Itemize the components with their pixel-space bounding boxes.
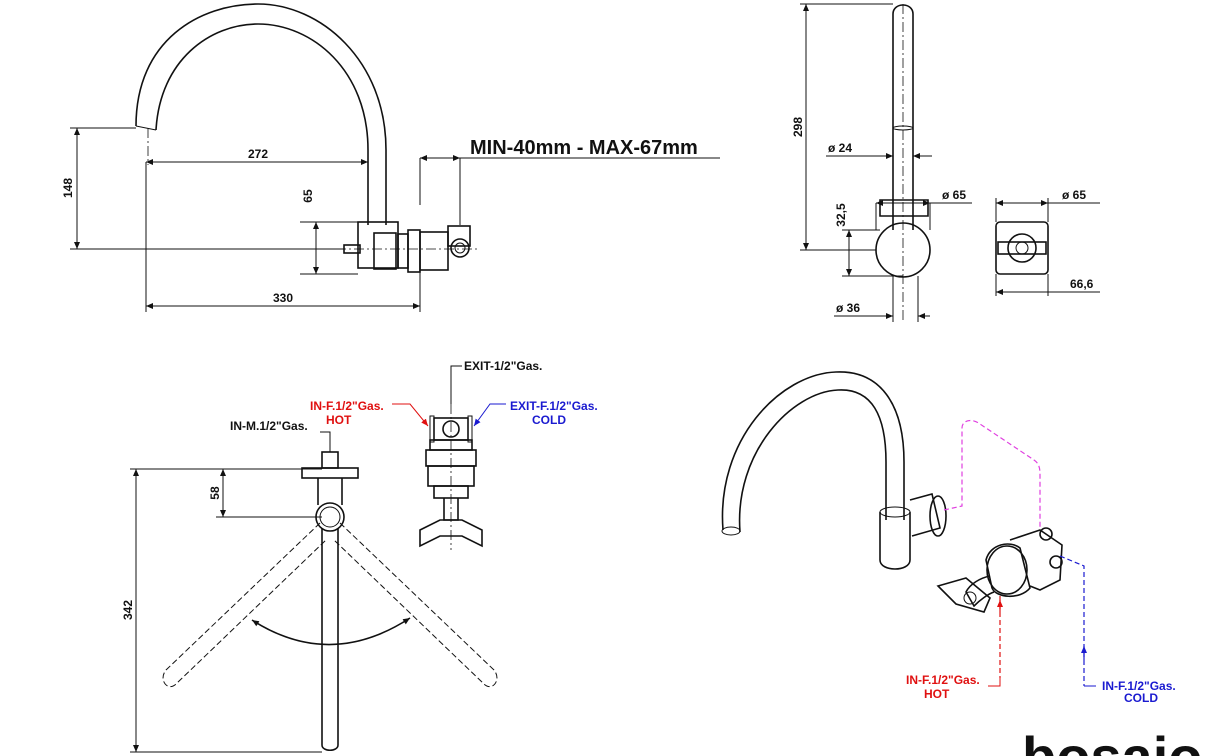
iso-view: IN-F.1/2"Gas. HOT IN-F.1/2"Gas. COLD — [721, 371, 1176, 705]
dim-66-6: 66,6 — [1070, 277, 1094, 291]
dia-65-front: ø 65 — [942, 188, 966, 202]
dim-342: 342 — [121, 600, 135, 620]
brand-logo: bosaio — [1022, 725, 1202, 756]
spout-left-dashed — [162, 522, 327, 688]
label-hot: HOT — [326, 413, 352, 427]
label-exit: EXIT-1/2"Gas. — [464, 359, 542, 373]
label-iso-in-hot: IN-F.1/2"Gas. — [906, 673, 980, 687]
side-dimensions — [70, 127, 720, 312]
label-iso-cold: COLD — [1124, 691, 1158, 705]
dim-148: 148 — [61, 178, 75, 198]
side-spout — [135, 3, 387, 225]
top-view: 58 342 IN-M.1/2"Gas. — [121, 419, 498, 753]
side-view: 272 148 65 330 MIN-40mm - MAX-67mm — [61, 3, 720, 312]
spout-center — [321, 528, 339, 752]
valve-top-view: EXIT-1/2"Gas. IN-F.1/2"Gas. HOT EXIT-F.1… — [310, 359, 598, 550]
label-exit-cold: EXIT-F.1/2"Gas. — [510, 399, 598, 413]
label-iso-in-cold: IN-F.1/2"Gas. — [1102, 679, 1176, 693]
label-in-m: IN-M.1/2"Gas. — [230, 419, 308, 433]
plate-view: ø 65 66,6 — [995, 188, 1100, 296]
logo-text: bosaio — [1022, 725, 1202, 756]
label-in-f-hot: IN-F.1/2"Gas. — [310, 399, 384, 413]
dim-272: 272 — [248, 147, 268, 161]
dim-298: 298 — [791, 117, 805, 137]
front-view: 298 ø 24 ø 65 32,5 ø 36 — [791, 3, 972, 322]
dia-65-plate: ø 65 — [1062, 188, 1086, 202]
front-spout — [875, 4, 931, 320]
dim-65: 65 — [301, 189, 315, 203]
label-cold: COLD — [532, 413, 566, 427]
dim-32-5: 32,5 — [834, 203, 848, 227]
wall-thickness-range: MIN-40mm - MAX-67mm — [470, 137, 698, 159]
dim-330: 330 — [273, 291, 293, 305]
dia-36: ø 36 — [836, 301, 860, 315]
top-dimensions — [130, 431, 331, 753]
iso-flow-lines — [943, 419, 1096, 687]
dim-58: 58 — [208, 486, 222, 500]
front-dimensions — [800, 3, 972, 322]
dia-24: ø 24 — [828, 141, 852, 155]
label-iso-hot: HOT — [924, 687, 950, 701]
iso-spout — [721, 371, 947, 570]
spout-right-dashed — [333, 522, 498, 688]
side-body — [300, 221, 478, 273]
iso-valve — [936, 527, 1063, 613]
